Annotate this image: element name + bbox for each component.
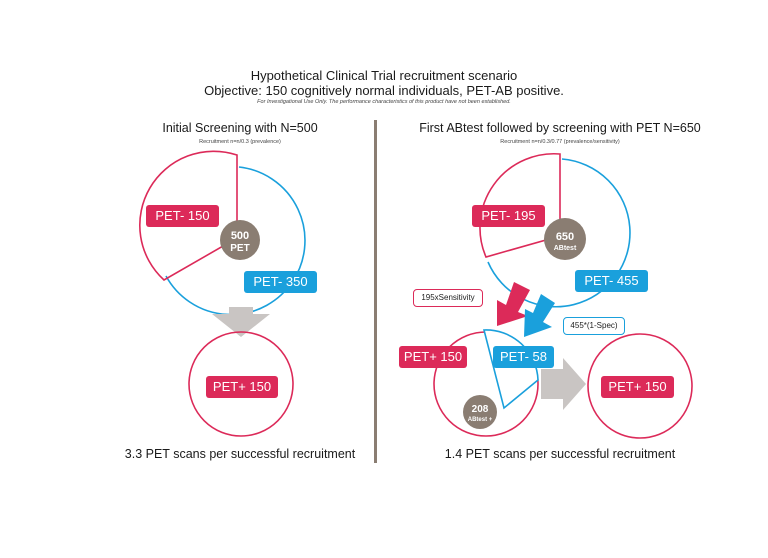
right-top-center-badge	[544, 218, 586, 260]
right-center-label: ABtest	[554, 245, 577, 252]
right-mid-blue-label: PET- 58	[493, 346, 554, 368]
left-down-arrow	[212, 307, 270, 337]
left-center-badge	[220, 220, 260, 260]
objective-text: Objective: 150 cognitively normal indivi…	[204, 83, 564, 98]
right-top-blue-label: PET- 455	[575, 270, 648, 292]
right-result-label: PET+ 150	[601, 376, 674, 398]
right-top-red-label: PET- 195	[472, 205, 545, 227]
left-pet-pool-label: PET- 350	[244, 271, 317, 293]
right-mid-blue-slice	[482, 329, 539, 410]
right-footer: 1.4 PET scans per successful recruitment	[444, 447, 676, 461]
right-horizontal-arrow	[541, 358, 586, 410]
right-mid-center-badge	[463, 395, 497, 429]
right-panel-title: First ABtest followed by screening with …	[419, 121, 701, 135]
page-title: Hypothetical Clinical Trial recruitment …	[250, 68, 518, 83]
left-result-circle	[188, 331, 294, 437]
right-result-circle	[587, 333, 693, 439]
sensitivity-arrow	[497, 282, 530, 326]
left-result-label: PET+ 150	[206, 376, 278, 398]
spec-note: 455*(1-Spec)	[563, 317, 625, 335]
panel-divider	[374, 120, 377, 463]
disclaimer-text: For Investigational Use Only. The perfor…	[257, 99, 511, 105]
left-panel-subtitle: Recruitment n=n/0.3 (prevalence)	[199, 139, 281, 145]
right-mid-label: ABtest +	[468, 417, 493, 423]
left-pet-negative-label: PET- 150	[146, 205, 219, 227]
right-top-red-slice	[479, 152, 561, 258]
right-panel-subtitle: Recruitment n=n/0.3/0.77 (prevalence/sen…	[500, 139, 620, 145]
left-panel-title: Initial Screening with N=500	[162, 121, 318, 135]
left-red-slice	[139, 150, 238, 281]
sensitivity-note: 195xSensitivity	[413, 289, 483, 307]
right-mid-red-label: PET+ 150	[399, 346, 467, 368]
left-footer: 3.3 PET scans per successful recruitment	[124, 447, 356, 461]
right-mid-count: 208	[472, 404, 489, 415]
right-center-count: 650	[556, 231, 574, 243]
left-center-count: 500	[231, 230, 249, 242]
left-center-label: PET	[230, 243, 249, 254]
spec-arrow	[524, 294, 555, 337]
